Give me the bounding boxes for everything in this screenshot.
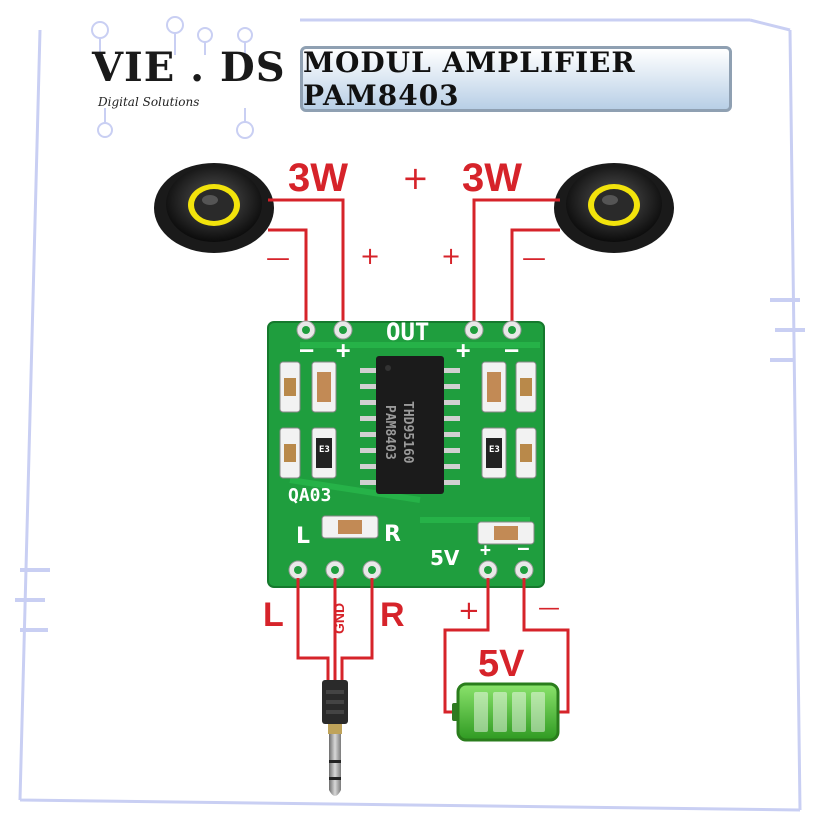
left-speaker-power-label: 3W bbox=[288, 156, 348, 200]
output-pads bbox=[296, 320, 522, 340]
smd-components bbox=[279, 361, 537, 545]
speaker-wires bbox=[268, 198, 560, 330]
center-plus-sign: + bbox=[402, 159, 429, 197]
left-speaker-plus: + bbox=[360, 242, 381, 270]
page-title: MODUL AMPLIFIER PAM8403 bbox=[303, 46, 636, 112]
chip-marking-line2: THD95160 bbox=[400, 401, 415, 464]
power-minus-sign: — bbox=[538, 596, 560, 621]
power-voltage-label: 5V bbox=[478, 643, 525, 685]
title-banner: MODUL AMPLIFIER PAM8403 bbox=[300, 46, 732, 112]
battery-icon bbox=[452, 682, 560, 742]
pcb-power-minus-label: – bbox=[518, 538, 529, 559]
right-out-minus-label: – bbox=[505, 338, 519, 363]
right-speaker-plus: + bbox=[441, 242, 462, 270]
input-wires bbox=[296, 578, 374, 680]
left-out-plus-label: + bbox=[336, 336, 351, 364]
decorative-frame bbox=[15, 18, 805, 812]
capacitor-code-left: E3 bbox=[319, 445, 330, 455]
input-ground-label: GND bbox=[331, 602, 347, 634]
left-speaker-minus: — bbox=[266, 244, 290, 272]
capacitor-code-right: E3 bbox=[489, 445, 500, 455]
right-speaker-power-label: 3W bbox=[462, 156, 522, 200]
power-wires bbox=[443, 578, 570, 714]
right-speaker-icon bbox=[554, 163, 674, 253]
audio-jack-icon bbox=[322, 680, 348, 796]
pcb-l-pin-label: L bbox=[296, 524, 311, 549]
left-out-minus-label: – bbox=[300, 338, 314, 363]
logo-circuit-icon bbox=[91, 16, 254, 139]
board-code-label: QA03 bbox=[288, 485, 332, 506]
out-label: OUT bbox=[386, 318, 430, 346]
chip-marking-line1: PAM8403 bbox=[382, 405, 397, 460]
input-left-label: L bbox=[263, 596, 284, 634]
brand-tagline: Digital Solutions bbox=[98, 95, 200, 109]
power-plus-sign: + bbox=[458, 596, 480, 626]
pcb-r-pin-label: R bbox=[384, 522, 401, 547]
right-out-plus-label: + bbox=[456, 336, 471, 364]
left-speaker-icon bbox=[154, 163, 274, 253]
brand-logo: VIE . DS bbox=[92, 44, 286, 91]
pcb-board bbox=[267, 320, 545, 588]
input-right-label: R bbox=[380, 596, 405, 634]
right-speaker-minus: — bbox=[522, 244, 546, 272]
pam8403-chip bbox=[360, 356, 460, 494]
input-pads bbox=[288, 560, 534, 580]
pcb-5v-label: 5V bbox=[430, 546, 460, 570]
pcb-power-plus-label: + bbox=[480, 540, 491, 561]
